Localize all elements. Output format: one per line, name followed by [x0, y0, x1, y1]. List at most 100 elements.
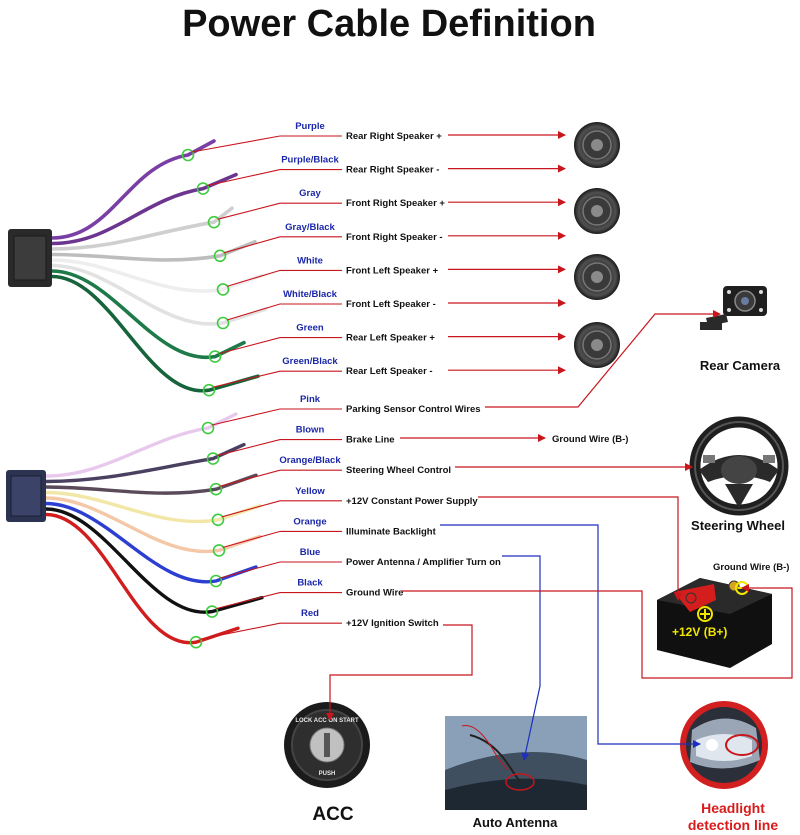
- bottom-row-leader-line: [216, 439, 342, 457]
- route-ignition-acc: [326, 624, 473, 721]
- bottom-row-function-label: Parking Sensor Control Wires: [346, 404, 481, 415]
- bottom-row-wire: [44, 412, 238, 478]
- bottom-row-marker-circle: [212, 544, 226, 557]
- routing-lines: Ground Wire (B-): [326, 310, 793, 761]
- speaker-icons: [574, 122, 620, 368]
- top-row-leader-line: [218, 337, 342, 355]
- bottom-row-marker-circle: [209, 574, 223, 588]
- bottom-wires: [44, 412, 264, 645]
- route-constant-battery: [478, 496, 682, 601]
- route-parking-camera: [485, 310, 721, 408]
- bottom-row-color-label: Orange: [293, 516, 326, 527]
- top-row-marker-circle: [216, 283, 230, 296]
- top-row-color-label: Gray: [299, 188, 321, 199]
- bottom-row-marker-circle: [211, 513, 225, 527]
- top-wires: [50, 139, 268, 393]
- steering-wheel-icon: [689, 416, 789, 516]
- rear-camera-label: Rear Camera: [700, 358, 781, 373]
- bottom-row-marker-circle: [206, 452, 220, 465]
- headlight-label-line1: Headlight: [701, 800, 765, 816]
- speaker-icon: [574, 122, 620, 168]
- top-row-marker-circle: [202, 383, 216, 397]
- ignition-ring-text: LOCK ACC ON START: [295, 718, 359, 724]
- bottom-row-wire: [44, 442, 246, 484]
- top-row-marker-circle: [207, 215, 221, 229]
- bottom-row-marker-circle: [205, 605, 219, 618]
- page-title: Power Cable Definition: [182, 3, 596, 45]
- brake-ground-label: Ground Wire (B-): [552, 434, 628, 445]
- headlight-image: [680, 701, 768, 789]
- top-row-wire: [50, 258, 264, 293]
- bottom-row-function-label: Illuminate Backlight: [346, 526, 437, 537]
- top-row-leader-line: [226, 303, 342, 321]
- top-row-color-label: White/Black: [283, 289, 338, 300]
- bottom-row-function-label: +12V Constant Power Supply: [346, 496, 478, 507]
- route-antenna: [502, 555, 541, 761]
- top-row-color-label: Purple/Black: [281, 155, 339, 166]
- speaker-icon: [574, 254, 620, 300]
- auto-antenna-label: Auto Antenna: [473, 815, 558, 830]
- bottom-row-wire: [44, 496, 262, 554]
- top-row-function-label: Rear Right Speaker +: [346, 131, 442, 142]
- top-row-function-label: Front Right Speaker +: [346, 198, 445, 209]
- bottom-row-wire: [44, 501, 258, 584]
- bottom-row-color-label: Blown: [296, 425, 325, 436]
- bottom-row-color-label: Pink: [300, 394, 321, 405]
- bottom-row-function-label: Brake Line: [346, 435, 395, 446]
- top-row-marker-circle: [208, 350, 222, 363]
- bottom-row-leader-line: [221, 500, 342, 518]
- top-row-leader-line: [212, 370, 342, 388]
- auto-antenna-image: [445, 716, 587, 810]
- bottom-row-color-label: Red: [301, 608, 319, 619]
- top-row-leader-line: [206, 169, 342, 187]
- bottom-row-leader-line: [219, 561, 342, 579]
- bottom-row-color-label: Blue: [300, 547, 321, 558]
- headlight-label-line2: detection line: [688, 817, 778, 833]
- bottom-row-leader-line: [219, 469, 342, 487]
- bottom-row-color-label: Black: [297, 578, 323, 589]
- top-row-function-label: Rear Left Speaker -: [346, 366, 433, 377]
- top-row-function-label: Front Right Speaker -: [346, 232, 443, 243]
- ignition-switch-icon: LOCK ACC ON START PUSH: [284, 702, 370, 788]
- bottom-row-leader-line: [222, 530, 342, 548]
- bottom-connector-face: [10, 475, 42, 517]
- bottom-row-function-label: +12V Ignition Switch: [346, 618, 439, 629]
- top-row-function-label: Front Left Speaker +: [346, 265, 439, 276]
- bottom-row-wire: [44, 507, 264, 614]
- top-row-leader-line: [223, 236, 342, 254]
- top-row-color-label: Purple: [295, 121, 325, 132]
- top-row-color-label: Gray/Black: [285, 222, 335, 233]
- top-row-marker-circle: [181, 148, 195, 162]
- bottom-row-color-label: Yellow: [295, 486, 325, 497]
- route-ground-battery: [402, 584, 793, 679]
- battery-ground-label: Ground Wire (B-): [713, 562, 789, 573]
- bottom-row-leader-line: [215, 592, 342, 610]
- steering-wheel-label: Steering Wheel: [691, 518, 785, 533]
- top-row-wire: [50, 206, 234, 251]
- top-row-marker-circle: [213, 249, 227, 263]
- route-backlight-headlight: [440, 524, 701, 748]
- bottom-row-wire: [44, 512, 240, 645]
- top-row-wire: [50, 274, 260, 393]
- battery-icon: [657, 578, 772, 668]
- top-row-color-label: White: [297, 255, 323, 266]
- top-row-marker-circle: [216, 316, 230, 330]
- bottom-row-marker-circle: [189, 635, 203, 649]
- speaker-icon: [574, 322, 620, 368]
- bottom-row-wire: [44, 473, 258, 495]
- top-row-color-label: Green/Black: [282, 356, 338, 367]
- top-row-wire: [50, 263, 268, 326]
- bottom-row-function-label: Ground Wire: [346, 588, 403, 599]
- top-row-wire: [50, 269, 246, 360]
- bottom-row-function-label: Steering Wheel Control: [346, 465, 451, 476]
- bottom-row-wire: [44, 490, 262, 524]
- top-row-function-label: Rear Right Speaker -: [346, 165, 439, 176]
- top-row-function-label: Front Left Speaker -: [346, 299, 436, 310]
- bottom-row-leader-line: [199, 622, 342, 640]
- rear-camera-icon: [700, 286, 767, 330]
- top-row-wire: [50, 139, 216, 240]
- bottom-row-marker-circle: [201, 421, 215, 435]
